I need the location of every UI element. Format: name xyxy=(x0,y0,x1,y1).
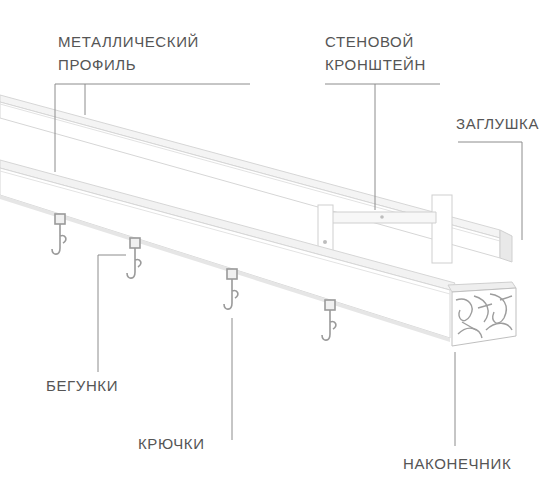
part-label: МЕТАЛЛИЧЕСКИЙ ПРОФИЛЬ xyxy=(58,30,258,76)
finial xyxy=(448,282,516,346)
part-label: КРЮЧКИ xyxy=(138,432,248,455)
part-label: НАКОНЕЧНИК xyxy=(403,452,553,475)
part-label: ЗАГЛУШКА xyxy=(456,112,556,135)
runners-hooks xyxy=(52,214,336,340)
end-cap xyxy=(500,230,512,262)
part-label: СТЕНОВОЙ КРОНШТЕЙН xyxy=(325,30,475,76)
leader-lines xyxy=(55,84,522,446)
part-label: БЕГУНКИ xyxy=(46,374,166,397)
front-rail xyxy=(0,160,455,342)
